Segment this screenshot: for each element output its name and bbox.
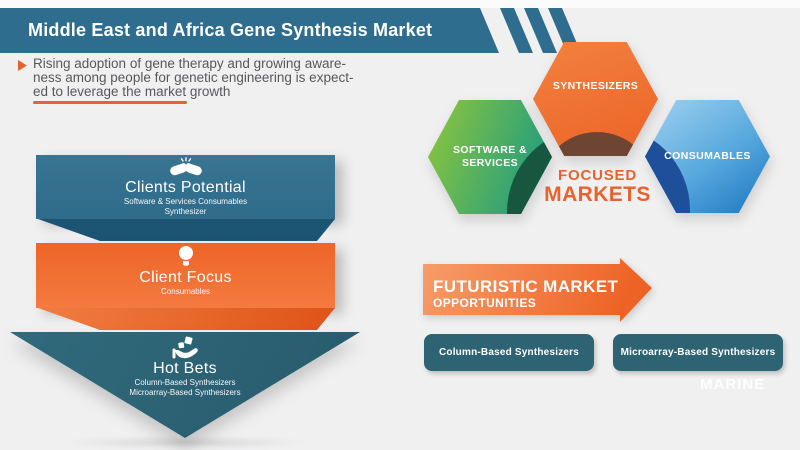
hexagon-shape: SYNTHESIZERS	[533, 42, 658, 156]
funnel-triangle: Hot Bets Column-Based Synthesizers Micro…	[10, 332, 360, 438]
hexagon-label: SYNTHESIZERS	[533, 42, 658, 143]
funnel-sub-line: Consumables	[161, 287, 210, 296]
hexagon-label: CONSUMABLES	[645, 100, 770, 213]
hexagon-label: SOFTWARE & SERVICES	[428, 100, 552, 214]
intro-underline	[33, 101, 187, 104]
hexagon-synthesizers: SYNTHESIZERS	[533, 42, 658, 156]
intro-text: Rising adoption of gene therapy and grow…	[33, 56, 363, 100]
bullet-arrow-icon	[18, 60, 27, 71]
opportunity-box-microarray-based: Microarray-Based Synthesizers	[608, 334, 783, 377]
focused-markets-label: FOCUSED MARKETS	[535, 167, 660, 206]
handshake-icon	[169, 157, 202, 176]
funnel-level-hot-bets: Hot Bets Column-Based Synthesizers Micro…	[10, 332, 360, 438]
hexagon-label-line: SOFTWARE &	[453, 144, 527, 156]
opportunity-box-column-based: Column-Based Synthesizers	[419, 334, 594, 377]
funnel-level-subtitle: Software & Services Consumables Synthesi…	[124, 197, 247, 216]
title-banner: Middle East and Africa Gene Synthesis Ma…	[0, 8, 499, 53]
arrow-shape	[423, 258, 652, 322]
funnel-level-title: Client Focus	[139, 269, 232, 286]
funnel-level-subtitle: Column-Based Synthesizers Microarray-Bas…	[129, 378, 240, 397]
futuristic-market-title: FUTURISTIC MARKET	[433, 277, 619, 296]
opportunity-box-label: Microarray-Based Synthesizers	[620, 347, 776, 358]
watermark: MARINE	[700, 376, 766, 393]
funnel-level-title: Clients Potential	[125, 179, 246, 196]
intro-line: ed to leverage the market growth	[33, 84, 231, 100]
hexagon-consumables: CONSUMABLES	[645, 100, 770, 213]
lightbulb-icon	[178, 246, 193, 266]
hexagon-label-line: SYNTHESIZERS	[552, 79, 639, 92]
hexagon-label-line: SERVICES	[461, 157, 519, 169]
opportunity-box-label: Column-Based Synthesizers	[438, 347, 580, 358]
futuristic-market-subtitle: OPPORTUNITIES	[433, 296, 537, 310]
intro-line: ness among people for genetic engineerin…	[33, 70, 354, 86]
funnel-sub-line: Software & Services Consumables	[123, 197, 248, 206]
intro-line: Rising adoption of gene therapy and grow…	[33, 56, 346, 71]
hexagon-label-line: CONSUMABLES	[664, 150, 751, 162]
focused-label: FOCUSED	[558, 167, 637, 184]
futuristic-market-arrow: FUTURISTIC MARKET OPPORTUNITIES	[423, 258, 653, 323]
markets-label: MARKETS	[544, 183, 651, 206]
funnel-sub-line: Synthesizer	[164, 206, 207, 216]
funnel-level-title: Hot Bets	[153, 360, 217, 377]
funnel-sub-line: Microarray-Based Synthesizers	[129, 387, 241, 397]
hand-giving-icon	[172, 336, 198, 359]
hexagon-shape: CONSUMABLES	[645, 100, 770, 213]
page-title: Middle East and Africa Gene Synthesis Ma…	[28, 20, 433, 40]
funnel-shadow	[60, 438, 310, 447]
funnel-level-clients-potential: Clients Potential Software & Services Co…	[36, 155, 335, 219]
top-strip	[0, 0, 800, 8]
funnel-level-subtitle: Consumables	[161, 287, 210, 297]
hexagon-software-services: SOFTWARE & SERVICES	[428, 100, 552, 214]
funnel-sub-line: Column-Based Synthesizers	[134, 378, 236, 387]
funnel-fold	[38, 219, 335, 241]
funnel-level-client-focus: Client Focus Consumables	[36, 243, 335, 308]
funnel-fold	[38, 308, 335, 330]
